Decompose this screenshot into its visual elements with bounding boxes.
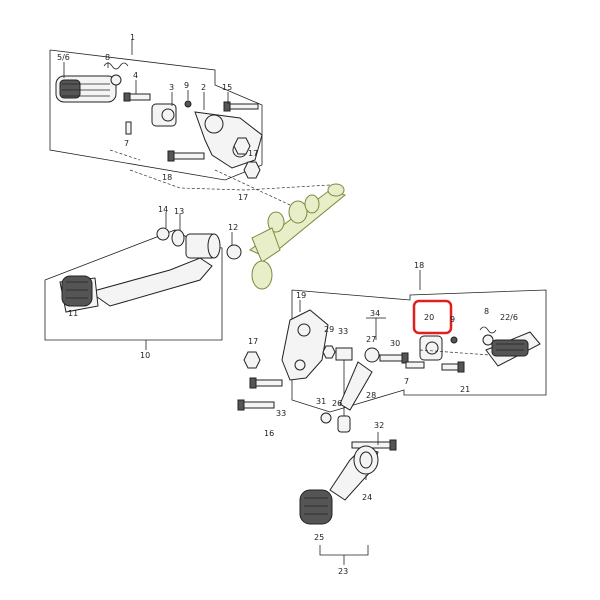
label-4: 4 — [133, 71, 138, 80]
footpeg-rubber-right — [485, 331, 541, 367]
boss-27 — [364, 347, 380, 363]
washer-9-right — [450, 336, 458, 344]
bolt-7-top — [125, 121, 132, 135]
label-28: 28 — [366, 391, 376, 400]
guide-line-d — [419, 349, 491, 356]
label-17-c: 17 — [248, 337, 258, 346]
group-18-outline — [291, 289, 547, 413]
label-17-a: 17 — [248, 149, 258, 158]
label-2: 2 — [201, 83, 206, 92]
label-25: 25 — [314, 533, 324, 542]
group-10-outline — [44, 229, 223, 341]
label-24: 24 — [362, 493, 372, 502]
label-26: 26 — [332, 399, 342, 408]
label-1: 1 — [130, 33, 135, 42]
washer-9-top — [184, 100, 192, 108]
bolt-16 — [237, 399, 275, 411]
label-7-right: 7 — [404, 377, 409, 386]
label-3: 3 — [169, 83, 174, 92]
label-22-6: 22/6 — [500, 313, 518, 322]
bolt-21 — [441, 361, 465, 373]
bolt-33-upper — [249, 377, 283, 389]
bolt-15 — [223, 101, 259, 112]
label-20: 20 — [424, 313, 434, 322]
label-19: 19 — [296, 291, 306, 300]
label-29: 29 — [324, 325, 334, 334]
label-12: 12 — [228, 223, 238, 232]
bolt-4 — [123, 92, 151, 102]
link-28 — [339, 361, 373, 411]
pivot-3 — [151, 103, 177, 127]
label-9-top: 9 — [184, 81, 189, 90]
label-15: 15 — [222, 83, 232, 92]
label-23: 23 — [338, 567, 348, 576]
spring-8-top — [103, 62, 129, 86]
bolt-18-top — [167, 150, 205, 162]
rubber-25 — [299, 489, 333, 525]
highlight-box-part-20 — [412, 299, 453, 335]
label-10: 10 — [140, 351, 150, 360]
label-18-top: 18 — [162, 173, 172, 182]
bolt-7-right — [405, 361, 425, 369]
label-33-lower: 33 — [276, 409, 286, 418]
label-5-6: 5/6 — [57, 53, 70, 62]
rod-end-26 — [337, 415, 351, 433]
guide-line-a — [129, 169, 331, 191]
shift-lever-11 — [59, 257, 213, 313]
label-13: 13 — [174, 207, 184, 216]
label-27: 27 — [366, 335, 376, 344]
nut-17-b — [233, 137, 251, 155]
footpeg-rubber-left — [55, 75, 117, 103]
bolt-30 — [379, 352, 409, 364]
label-32: 32 — [374, 421, 384, 430]
rod-34 — [335, 347, 353, 420]
label-8-right: 8 — [484, 307, 489, 316]
label-21: 21 — [460, 385, 470, 394]
label-34: 34 — [370, 309, 380, 318]
label-18-group: 18 — [414, 261, 424, 270]
washer-12 — [226, 244, 242, 260]
label-8-top: 8 — [105, 53, 110, 62]
label-33-upper: 33 — [338, 327, 348, 336]
nut-17-a — [243, 161, 261, 179]
nut-17-c — [243, 351, 261, 369]
pivot-20 — [419, 335, 443, 361]
label-16: 16 — [264, 429, 274, 438]
label-14: 14 — [158, 205, 168, 214]
guide-line-b — [214, 169, 291, 206]
oring-14 — [156, 227, 170, 241]
label-30: 30 — [390, 339, 400, 348]
nut-29 — [322, 345, 336, 359]
label-7-top: 7 — [124, 139, 129, 148]
label-9-right: 9 — [450, 315, 455, 324]
pivot-bush-12 — [185, 233, 221, 259]
label-31: 31 — [316, 397, 326, 406]
bracket-2 — [194, 111, 263, 169]
spring-8-right — [479, 326, 497, 346]
lever-24 — [329, 445, 379, 501]
guide-line-c — [109, 149, 141, 161]
heel-guard-19 — [281, 309, 329, 381]
washer-31 — [320, 412, 332, 424]
shift-shaft — [249, 183, 347, 290]
group-23-bracket — [319, 545, 369, 556]
washer-13 — [171, 229, 185, 247]
label-17-b: 17 — [238, 193, 248, 202]
label-11: 11 — [68, 309, 78, 318]
